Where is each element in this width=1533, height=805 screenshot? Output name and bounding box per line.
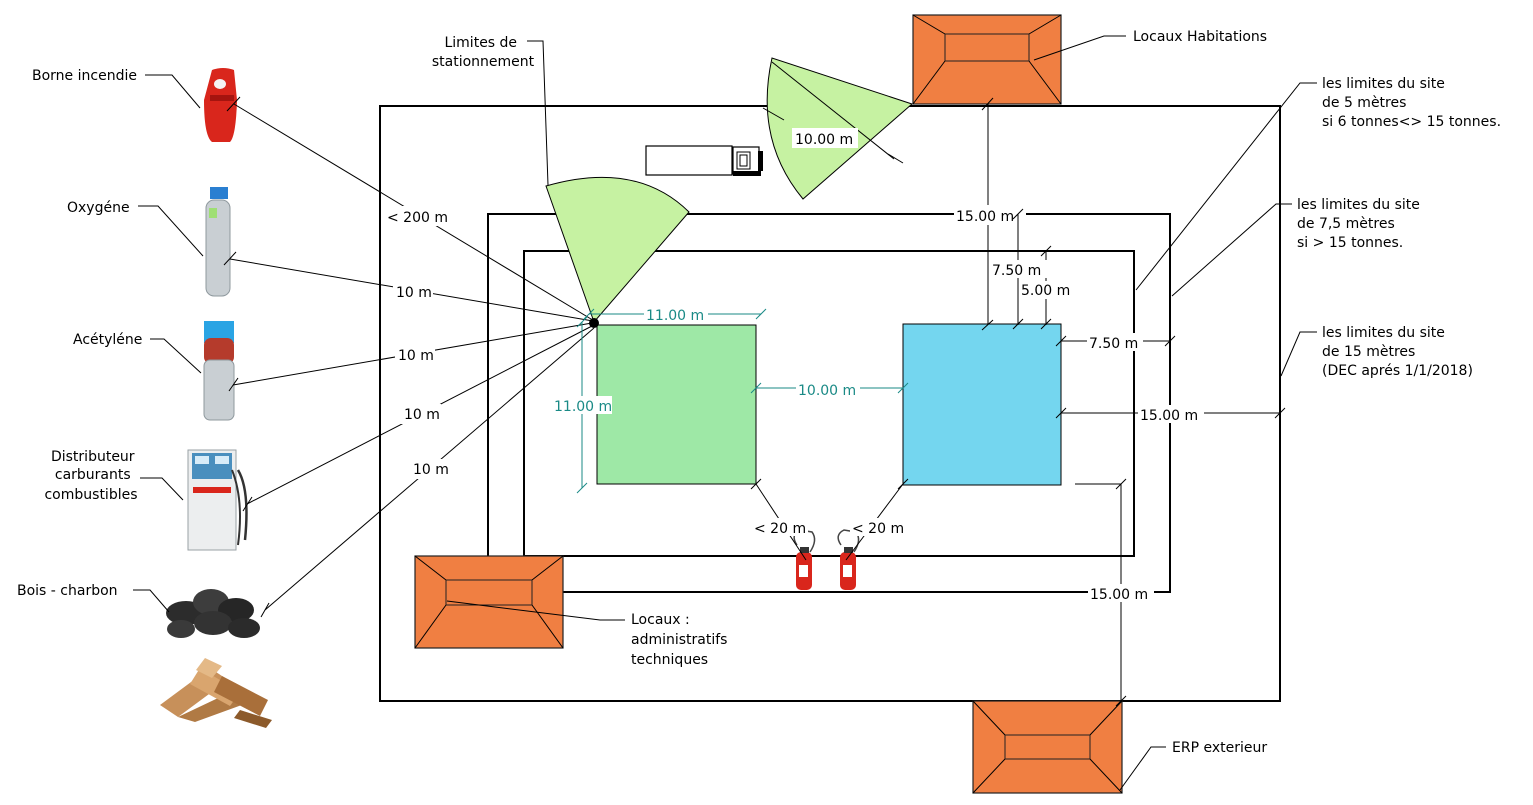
leader-limit-7-5m — [1171, 203, 1292, 297]
leader-oxygen — [138, 205, 204, 257]
storage-area-green — [596, 324, 757, 485]
callout-habitations-label: Locaux Habitations — [1133, 29, 1267, 45]
fire-extinguisher-icon — [793, 529, 816, 590]
dist-fuel-label: 10 m — [404, 407, 440, 423]
site-boundary-5m — [523, 250, 1135, 557]
parking-radius-label: 10.00 m — [795, 132, 853, 148]
acetylene-cylinder-icon — [203, 321, 235, 421]
dist-wood-label: 10 m — [413, 462, 449, 478]
ext-right-label: < 20 m — [852, 521, 904, 537]
ext-left-label: < 20 m — [754, 521, 806, 537]
leader-limit-5m — [1135, 82, 1317, 291]
legend-fuel-line-1: Distributeur — [51, 449, 135, 465]
parking-sector-left — [545, 176, 690, 323]
leader-acetylene — [150, 338, 202, 374]
gap-between-label: 10.00 m — [798, 383, 856, 399]
dist-acetylene-label: 10 m — [398, 348, 434, 364]
leader-limit-15m — [1280, 331, 1317, 377]
storage-area-blue — [902, 323, 1062, 486]
legend-acetylene-label: Acétyléne — [73, 332, 142, 348]
truck-icon — [645, 145, 763, 176]
legend-fuel-label: Distributeur carburants combustibles — [44, 449, 139, 503]
callout-admin-label: Locaux : administratifs techniques — [631, 612, 732, 668]
building-admin — [414, 555, 564, 649]
right-15-label: 15.00 m — [1140, 408, 1198, 424]
oxygen-cylinder-icon — [205, 187, 231, 297]
inner-7-5-label: 7.50 m — [992, 263, 1041, 279]
callout-limit-5m: les limites du site de 5 mètres si 6 ton… — [1322, 76, 1501, 130]
callout-limit-15m: les limites du site de 15 mètres (DEC ap… — [1322, 325, 1473, 379]
legend-hydrant-label: Borne incendie — [32, 68, 137, 84]
legend-wood-label: Bois - charbon — [17, 583, 118, 599]
hub-point — [589, 318, 599, 328]
building-habitations — [912, 14, 1062, 105]
fuel-pump-icon — [187, 449, 248, 551]
leader-hydrant — [145, 74, 201, 109]
habitation-distance-label: 15.00 m — [956, 209, 1014, 225]
leader-fuel — [140, 477, 184, 501]
inner-5-label: 5.00 m — [1021, 283, 1070, 299]
callout-erp-label: ERP exterieur — [1172, 740, 1267, 756]
fire-hydrant-icon — [204, 68, 237, 142]
firewood-icon — [160, 658, 272, 728]
dist-hydrant-label: < 200 m — [387, 210, 448, 226]
legend-fuel-line-3: combustibles — [44, 487, 137, 503]
leader-erp — [1119, 746, 1166, 791]
fire-extinguisher-icon — [837, 529, 860, 590]
legend-oxygen-label: Oxygéne — [67, 200, 130, 216]
leader-wood — [133, 589, 170, 613]
building-erp — [972, 700, 1123, 794]
leader-parking — [527, 40, 549, 186]
dist-oxygen-label: 10 m — [396, 285, 432, 301]
leader-habitations — [1033, 35, 1126, 61]
right-7-5-label: 7.50 m — [1089, 336, 1138, 352]
callout-parking-label: Limites de stationnement — [432, 35, 535, 70]
erp-distance-label: 15.00 m — [1090, 587, 1148, 603]
leader-admin — [446, 600, 625, 621]
charcoal-icon — [166, 589, 260, 638]
site-boundary-7-5m — [487, 213, 1171, 593]
legend-fuel-line-2: carburants — [55, 467, 131, 483]
green-width-label: 11.00 m — [646, 308, 704, 324]
green-height-label: 11.00 m — [554, 399, 612, 415]
callout-limit-7-5m: les limites du site de 7,5 mètres si > 1… — [1297, 197, 1424, 251]
